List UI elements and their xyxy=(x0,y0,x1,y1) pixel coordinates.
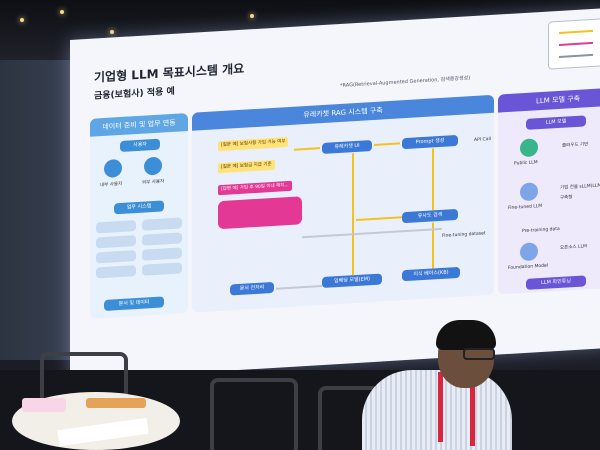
external-user-label: 외부 사용자 xyxy=(142,179,165,186)
legend-answer-line xyxy=(559,41,593,46)
finetuned-llm-label: Fine-tuned LLM xyxy=(508,203,543,211)
group-icon xyxy=(144,156,162,176)
tissue-box xyxy=(22,398,66,412)
lanyard xyxy=(470,376,475,446)
doc-data-node: 문서 및 데이터 xyxy=(104,296,164,311)
biz-system-item xyxy=(96,265,136,279)
flow-arrow xyxy=(352,153,354,276)
llm-column: LLM 모델 구축 LLM 모델 Public LLM 클라우드 기반 Fine… xyxy=(498,87,600,295)
ceiling-light xyxy=(60,10,64,14)
flow-arrow xyxy=(356,216,402,222)
flow-arrow xyxy=(432,148,434,211)
llm-tuning-footer: LLM 파인튜닝 xyxy=(526,275,586,290)
rag-footnote: *RAG(Retrieval-Augmented Generation, 검색증… xyxy=(340,75,471,89)
users-label: 사용자 xyxy=(120,138,160,153)
biz-system-item xyxy=(96,235,136,249)
prompt-node: Prompt 생성 xyxy=(402,134,458,150)
flow-arrow xyxy=(374,142,400,146)
question-example-1: [질문 예] 보험사항 가입 가능 여부 xyxy=(218,137,289,152)
answer-example: [답변 예] 가입 후 90일 이내 해지... xyxy=(218,180,292,196)
rag-column-header: 유레카챗 RAG 시스템 구축 xyxy=(192,94,494,131)
doc-split-node: 문서 전처리 xyxy=(230,281,274,296)
person-hair xyxy=(436,320,496,350)
cloud-label: 클라우드 기반 xyxy=(562,142,589,149)
brain-icon xyxy=(520,182,538,202)
opensource-label: 오픈소스 LLM xyxy=(560,244,587,251)
user-icon xyxy=(104,158,122,178)
lanyard xyxy=(438,372,443,442)
pre-training-label: Pre-training data xyxy=(522,226,560,235)
biz-system-item xyxy=(96,250,136,264)
question-example-2: [질문 예] 보험금 지급 기준 xyxy=(218,159,275,174)
biz-system-item xyxy=(142,232,182,246)
internal-user-label: 내부 사용자 xyxy=(100,181,123,189)
flow-arrow xyxy=(294,147,320,151)
foundation-icon xyxy=(520,242,538,262)
similar-search-node: 유사도 검색 xyxy=(402,208,458,224)
data-arrow xyxy=(302,227,442,239)
biz-system-item xyxy=(142,262,182,276)
snack-packs xyxy=(86,398,146,408)
presentation-screen: 기업형 LLM 목표시스템 개요 금융(보험사) 적용 예 *RAG(Retri… xyxy=(70,7,600,380)
slide-title: 기업형 LLM 목표시스템 개요 xyxy=(94,61,245,85)
embedding-node: 임베딩 모델(EM) xyxy=(322,273,382,289)
legend xyxy=(548,17,600,70)
build-label: 구축형 xyxy=(560,195,573,201)
enterprise-label: 기업 전용 sLLM(LLM) xyxy=(560,183,600,191)
data-column: 데이터 준비 및 업무 연동 사용자 내부 사용자 외부 사용자 업무 시스템 … xyxy=(90,112,188,319)
data-column-header: 데이터 준비 및 업무 연동 xyxy=(90,112,188,137)
answer-card xyxy=(218,196,302,230)
kb-node: 지식 베이스(KB) xyxy=(402,266,460,282)
ceiling-light xyxy=(20,18,24,22)
ceiling-light xyxy=(250,14,254,18)
llm-model-node: LLM 모델 xyxy=(526,115,586,130)
biz-system-item xyxy=(96,220,136,234)
api-call-label: API Call xyxy=(474,136,491,143)
glasses xyxy=(463,348,495,360)
biz-system-item xyxy=(142,247,182,261)
rag-column: 유레카챗 RAG 시스템 구축 [질문 예] 보험사항 가입 가능 여부 [질문… xyxy=(192,94,494,313)
biz-system-label: 업무 시스템 xyxy=(114,200,164,215)
slide-subtitle: 금융(보험사) 적용 예 xyxy=(94,86,175,102)
chair xyxy=(210,378,298,450)
openai-icon xyxy=(520,138,538,158)
legend-flow-line xyxy=(559,29,593,34)
data-arrow xyxy=(276,285,322,290)
fine-tuning-dataset-label: Fine-tuning dataset xyxy=(442,231,486,239)
llm-column-header: LLM 모델 구축 xyxy=(498,87,600,113)
public-llm-label: Public LLM xyxy=(514,160,538,167)
biz-system-item xyxy=(142,217,182,231)
ceiling-light xyxy=(110,30,114,34)
eureka-ui-node: 유레카챗 UI xyxy=(322,140,372,155)
person-shirt xyxy=(362,370,512,450)
legend-data-line xyxy=(559,53,593,58)
foundation-model-label: Foundation Model xyxy=(508,263,549,271)
